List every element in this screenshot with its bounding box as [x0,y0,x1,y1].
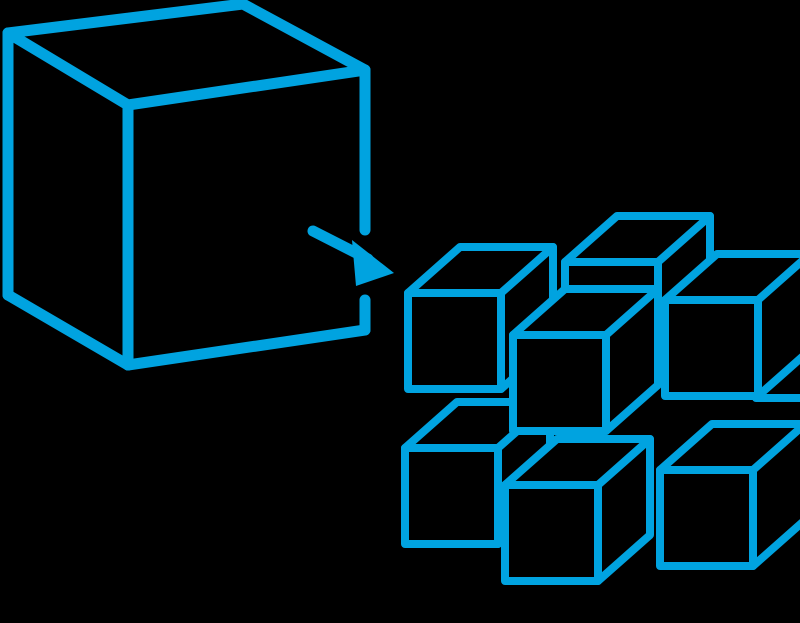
microservice-cube-mid-center [509,285,662,435]
cube-front-face [408,293,501,389]
cube-outline [656,420,800,570]
cube-outline [661,250,800,400]
cube-front-face [405,448,498,544]
monolith-cube [2,0,371,371]
monolith-bottom-left-edge [2,289,134,371]
cube-front-face [660,470,753,566]
cube-side-face [758,262,800,396]
cube-top-face [513,289,658,335]
transform-arrow [307,225,394,286]
cube-top-face [408,247,553,293]
microservice-cube-cluster [401,212,800,585]
cube-top-face [565,216,710,262]
cube-outline [509,285,662,435]
monolith-top-face-edge [2,0,371,111]
cube-outline [501,435,654,585]
microservice-cube-front-center [501,435,654,585]
monolith-bottom-right-edge [122,324,371,371]
microservice-cube-front-right [656,420,800,570]
cube-front-face [665,300,758,396]
cube-top-face [505,439,650,485]
arrow-head-icon [352,240,394,286]
cube-front-face [513,335,606,431]
microservice-cube-back-right [661,250,800,400]
cube-front-face [505,485,598,581]
